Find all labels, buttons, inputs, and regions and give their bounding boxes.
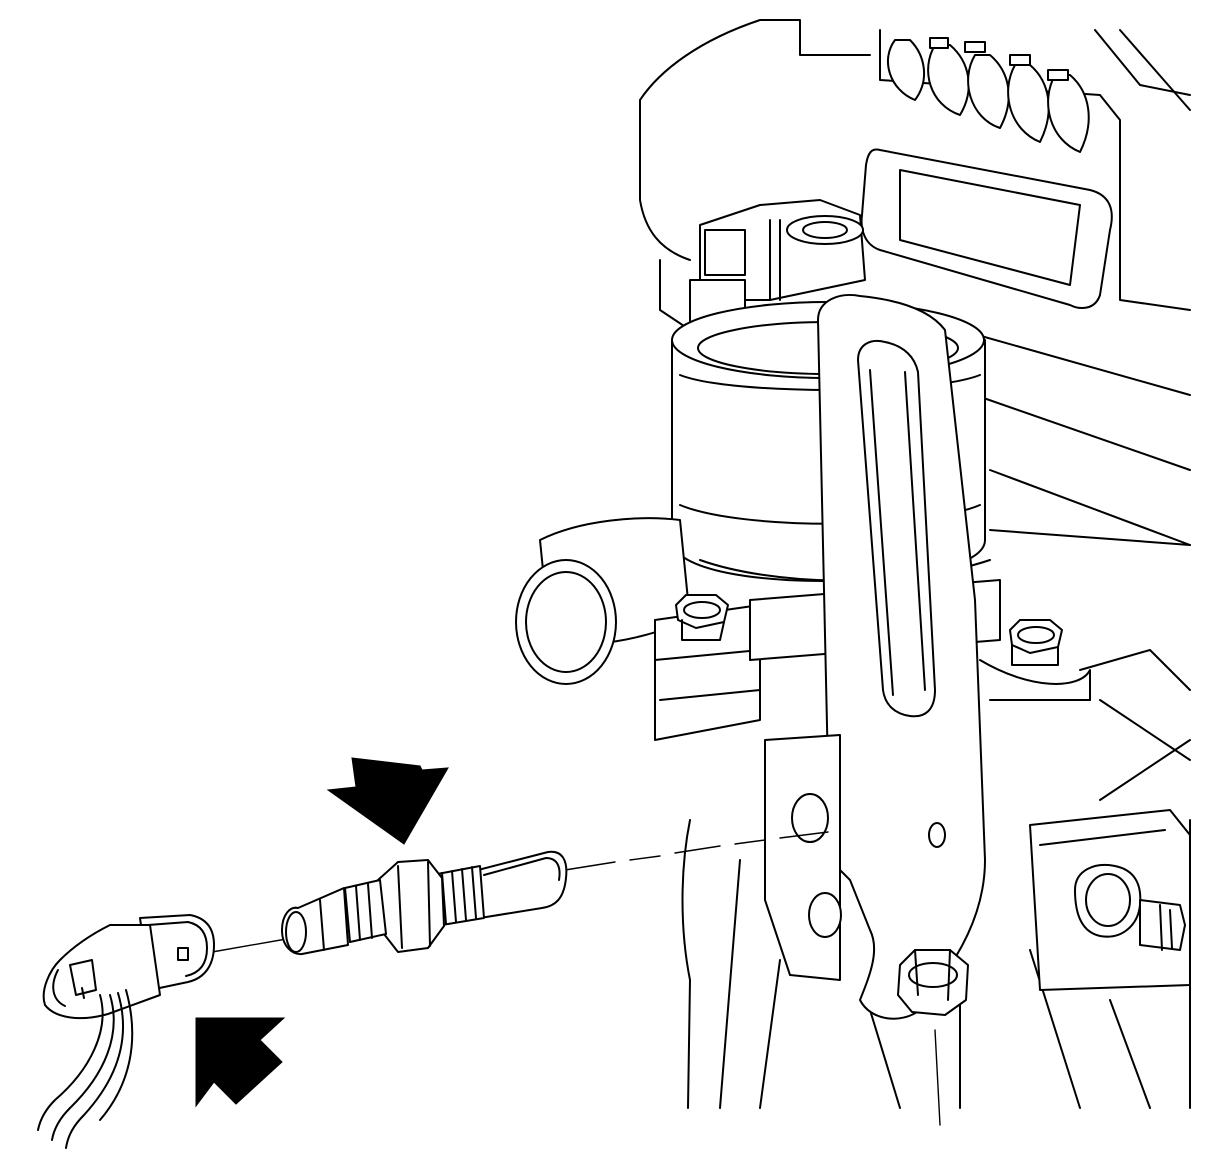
- bolt-right: [1009, 619, 1063, 666]
- lower-arrow: [195, 1017, 286, 1108]
- mounting-bracket: [764, 294, 986, 1126]
- valve-port-cap: [515, 559, 617, 685]
- right-fitting: [1029, 809, 1191, 991]
- bolt-left: [675, 594, 729, 641]
- bracket-bolt: [897, 949, 969, 1016]
- engine-housing: [639, 19, 1191, 1109]
- center-line: [211, 831, 829, 953]
- upper-arrow: [326, 757, 449, 845]
- sensor-hex: [377, 859, 445, 953]
- sensor-terminal: [281, 887, 349, 956]
- bracket-slot: [857, 340, 936, 718]
- housing-slot: [860, 148, 1113, 309]
- mount-hole-lower: [808, 892, 842, 938]
- cooling-fins: [886, 37, 1090, 153]
- mount-hole-upper: [791, 793, 829, 843]
- sensor-probe: [477, 850, 568, 919]
- temperature-sensor: [281, 850, 568, 956]
- wiring-connector: [37, 914, 215, 1149]
